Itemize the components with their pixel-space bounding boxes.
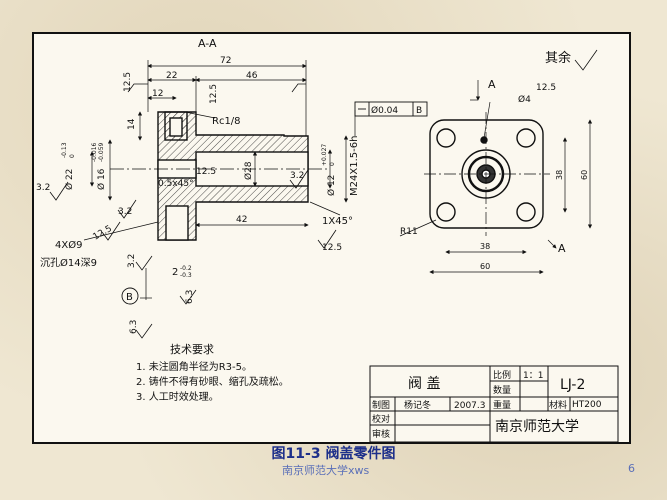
tb-weight-label: 重量 (493, 399, 511, 411)
rough-3-2-c: 3.2 (127, 254, 137, 268)
tech-req-item-2: 2. 铸件不得有砂眼、缩孔及疏松。 (136, 375, 289, 388)
page-number: 6 (628, 462, 635, 475)
gdt-datum: B (416, 106, 422, 116)
counterbore-note: 沉孔Ø14深9 (40, 256, 97, 269)
chamfer-1x45: 1X45° (322, 216, 353, 227)
rough-12-5-d: 12.5 (92, 224, 114, 243)
dim-phi16-tol-up: -0.016 (91, 142, 98, 162)
tb-qty-label: 数量 (493, 384, 511, 396)
rough-12-5-c: 12.5 (196, 167, 216, 177)
dim-phi12: Ø 12 (326, 175, 337, 196)
tech-req-item-1: 1. 未注圆角半径为R3-5。 (136, 360, 252, 373)
dim-46: 46 (246, 71, 258, 81)
tb-part-name: 阀 盖 (408, 376, 440, 392)
rest-roughness-label: 其余 (545, 50, 571, 66)
dim-2: 2 (172, 267, 178, 278)
rough-3-2-a: 3.2 (36, 183, 50, 193)
end-view-rough-12-5: 12.5 (536, 83, 556, 93)
tb-draw-label: 制图 (372, 399, 390, 411)
chamfer-0-5: 0.5x45° (158, 179, 194, 189)
rough-12-5-e: 12.5 (322, 243, 342, 253)
tech-req-title: 技术要求 (170, 343, 214, 356)
tb-drafter: 杨记冬 (404, 399, 431, 411)
dim-phi16: Ø 16 (96, 168, 107, 190)
end-view-dim-38v: 38 (555, 170, 564, 180)
tb-school: 南京师范大学 (495, 418, 579, 435)
rough-6-3-b: 6.3 (129, 320, 139, 334)
dim-42: 42 (236, 215, 247, 225)
dim-2-tol-up: -0.2 (180, 265, 192, 272)
footer-author: 南京师范大学xws (282, 464, 370, 477)
dim-phi12-tol-up: +0.027 (321, 144, 328, 166)
figure-caption: 图11-3 阀盖零件图 (271, 446, 396, 462)
section-view (110, 111, 330, 241)
tb-scale-label: 比例 (493, 369, 511, 381)
dim-72: 72 (220, 56, 231, 66)
drawing-frame (32, 32, 631, 444)
tb-drawing-no: LJ-2 (560, 377, 585, 393)
holes-4x9: 4XØ9 (55, 239, 82, 251)
end-view-a-side: A (558, 242, 566, 255)
dim-phi22-tol-up: -0.13 (61, 142, 68, 158)
dim-14: 14 (127, 118, 137, 130)
thread-rc: Rc1/8 (212, 116, 241, 127)
section-label: A-A (198, 37, 217, 50)
rough-6-3-a: 6.3 (185, 290, 195, 304)
dim-phi16-tol-lo: -0.059 (98, 142, 105, 162)
datum-b-label: B (126, 292, 133, 303)
tech-req-item-3: 3. 人工时效处理。 (136, 390, 219, 403)
tb-date: 2007.3 (454, 401, 486, 411)
dim-22: 22 (166, 71, 177, 81)
gdt-tolerance: Ø0.04 (371, 105, 398, 116)
end-view-dim-38h: 38 (480, 242, 490, 251)
end-view-dim-60v: 60 (580, 170, 589, 180)
dim-12: 12 (152, 89, 163, 99)
dim-phi22-tol-lo: 0 (69, 154, 76, 158)
rough-3-2-d: 3.2 (290, 171, 304, 181)
dim-phi28: Ø28 (243, 161, 254, 180)
tb-material-label: 材料 (549, 399, 567, 411)
dim-2-tol-lo: -0.3 (180, 272, 192, 279)
tb-check-label: 校对 (372, 413, 390, 425)
dim-phi12-tol-lo: 0 (329, 162, 336, 166)
dim-phi22: Ø 22 (64, 169, 75, 190)
rough-3-2-b: 3.2 (118, 207, 132, 217)
end-view-phi4: Ø4 (518, 94, 531, 105)
end-view-dim-60h: 60 (480, 262, 490, 271)
end-view-a-top: A (488, 78, 496, 91)
tb-scale-value: 1：1 (523, 371, 543, 381)
end-view-r11: R11 (400, 227, 418, 237)
rough-12-5-b: 12.5 (209, 84, 219, 104)
rough-12-5-a: 12.5 (123, 72, 133, 92)
title-block (369, 365, 619, 443)
tb-material-value: HT200 (572, 400, 602, 410)
tb-review-label: 审核 (372, 428, 390, 440)
dim-thread-m24: M24X1.5-6h (349, 136, 360, 196)
